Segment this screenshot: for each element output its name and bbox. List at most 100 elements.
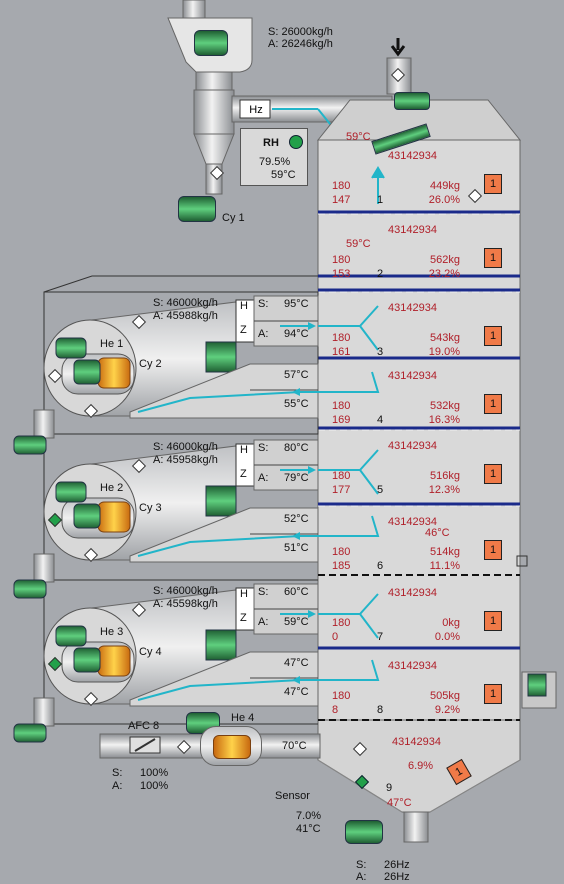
burner-motor	[73, 359, 101, 385]
section-moisture: 23.2%	[428, 268, 460, 280]
return-flow-arrow	[292, 532, 300, 540]
he4-burner[interactable]	[200, 726, 262, 766]
section-code: 43142934	[388, 150, 437, 162]
cy1-top-motor[interactable]	[194, 30, 228, 56]
heater-a-flow: A: 45598kg/h	[153, 598, 218, 610]
return-flow-arrow	[292, 676, 300, 684]
heater-s-temp: 95°C	[284, 298, 309, 310]
heater-label: He 3	[100, 626, 124, 638]
section-badge-label: 1	[489, 252, 497, 264]
section-weight: 505kg	[430, 690, 460, 702]
bottom-badge-label: 1	[453, 765, 465, 779]
section-setpoint: 180	[332, 617, 351, 629]
exhaust-fan-motor[interactable]	[345, 820, 383, 844]
section-actual: 147	[332, 194, 351, 206]
heater-hz-h: H	[240, 300, 248, 312]
section-setpoint: 180	[332, 470, 351, 482]
section-badge[interactable]: 1	[484, 611, 502, 631]
heater-coil	[205, 341, 237, 373]
section-code: 43142934	[388, 516, 437, 528]
section-setpoint: 180	[332, 546, 351, 558]
heater-s-label: S:	[258, 586, 269, 598]
side-pipe	[33, 409, 55, 439]
section-code: 43142934	[388, 370, 437, 382]
rh-humidity: 79.5%	[259, 156, 291, 168]
rh-title: RH	[263, 137, 279, 149]
bottom-temp: 47°C	[387, 797, 412, 809]
section-actual: 169	[332, 414, 351, 426]
section-number: 7	[377, 631, 384, 643]
burner-motor	[73, 647, 101, 673]
rh-panel[interactable]: RH 79.5% 59°C	[240, 128, 308, 186]
section-temp: 46°C	[425, 527, 450, 539]
flame-icon	[97, 501, 131, 533]
afc-a-label: A:	[112, 780, 123, 792]
section-number: 6	[377, 560, 384, 572]
supply-flow-arrow	[308, 322, 316, 330]
section-badge[interactable]: 1	[484, 684, 502, 704]
section-actual: 161	[332, 346, 351, 358]
supply-flow-arrow	[308, 610, 316, 618]
section-code: 43142934	[388, 302, 437, 314]
section-actual: 8	[332, 704, 339, 716]
section-moisture: 12.3%	[428, 484, 460, 496]
section-badge[interactable]: 1	[484, 464, 502, 484]
return-temp-1: 47°C	[284, 657, 309, 669]
fan-a-label: A:	[356, 871, 367, 883]
section-weight: 514kg	[430, 546, 460, 558]
section-setpoint: 180	[332, 400, 351, 412]
sensor-title: Sensor	[275, 790, 310, 802]
return-temp-2: 47°C	[284, 686, 309, 698]
hz-indicator[interactable]: Hz	[249, 104, 263, 116]
section-number: 5	[377, 484, 384, 496]
section-badge[interactable]: 1	[484, 248, 502, 268]
exhaust-motor	[13, 723, 47, 743]
fan-a-value: 26Hz	[384, 871, 410, 883]
section-moisture: 26.0%	[428, 194, 460, 206]
exhaust-motor	[13, 435, 47, 455]
section-code: 43142934	[388, 660, 437, 672]
heater-label: He 1	[100, 338, 124, 350]
section-setpoint: 180	[332, 180, 351, 192]
section-badge-label: 1	[489, 178, 497, 190]
section-actual: 185	[332, 560, 351, 572]
section-badge[interactable]: 1	[484, 326, 502, 346]
section-weight: 516kg	[430, 470, 460, 482]
side-pipe	[33, 553, 55, 583]
section-moisture: 16.3%	[428, 414, 460, 426]
section-code: 43142934	[388, 224, 437, 236]
section-badge-label: 1	[489, 688, 497, 700]
burner-motor	[73, 503, 101, 529]
heater-a-temp: 79°C	[284, 472, 309, 484]
section-number: 8	[377, 704, 384, 716]
section-badge-label: 1	[489, 468, 497, 480]
sensor-pct: 7.0%	[296, 810, 322, 822]
return-temp-2: 55°C	[284, 398, 309, 410]
section-badge[interactable]: 1	[484, 394, 502, 414]
he4-temp: 70°C	[282, 740, 307, 752]
heater-a-label: A:	[258, 616, 269, 628]
heater-s-label: S:	[258, 442, 269, 454]
cyclone-label: Cy 3	[139, 502, 162, 514]
section-number: 4	[377, 414, 384, 426]
section-weight: 543kg	[430, 332, 460, 344]
section-badge[interactable]: 1	[484, 174, 502, 194]
fan-s-value: 26Hz	[384, 859, 410, 871]
heater-s-label: S:	[258, 298, 269, 310]
inlet-motor[interactable]	[394, 92, 430, 110]
section-moisture: 0.0%	[434, 631, 460, 643]
cyclone-label: Cy 2	[139, 358, 162, 370]
bottom-code: 43142934	[392, 736, 441, 748]
he4-label: He 4	[231, 712, 255, 724]
section-number: 1	[377, 194, 384, 206]
section-setpoint: 180	[332, 254, 351, 266]
cy1-bottom-motor[interactable]	[178, 196, 216, 222]
heater-hz-h: H	[240, 444, 248, 456]
section-badge[interactable]: 1	[484, 540, 502, 560]
heater-hz-z: Z	[240, 612, 247, 624]
section-moisture: 11.1%	[429, 560, 460, 572]
section-temp: 59°C	[346, 238, 371, 250]
afc-a-value: 100%	[140, 780, 169, 792]
bottom-section-num: 9	[386, 782, 393, 794]
